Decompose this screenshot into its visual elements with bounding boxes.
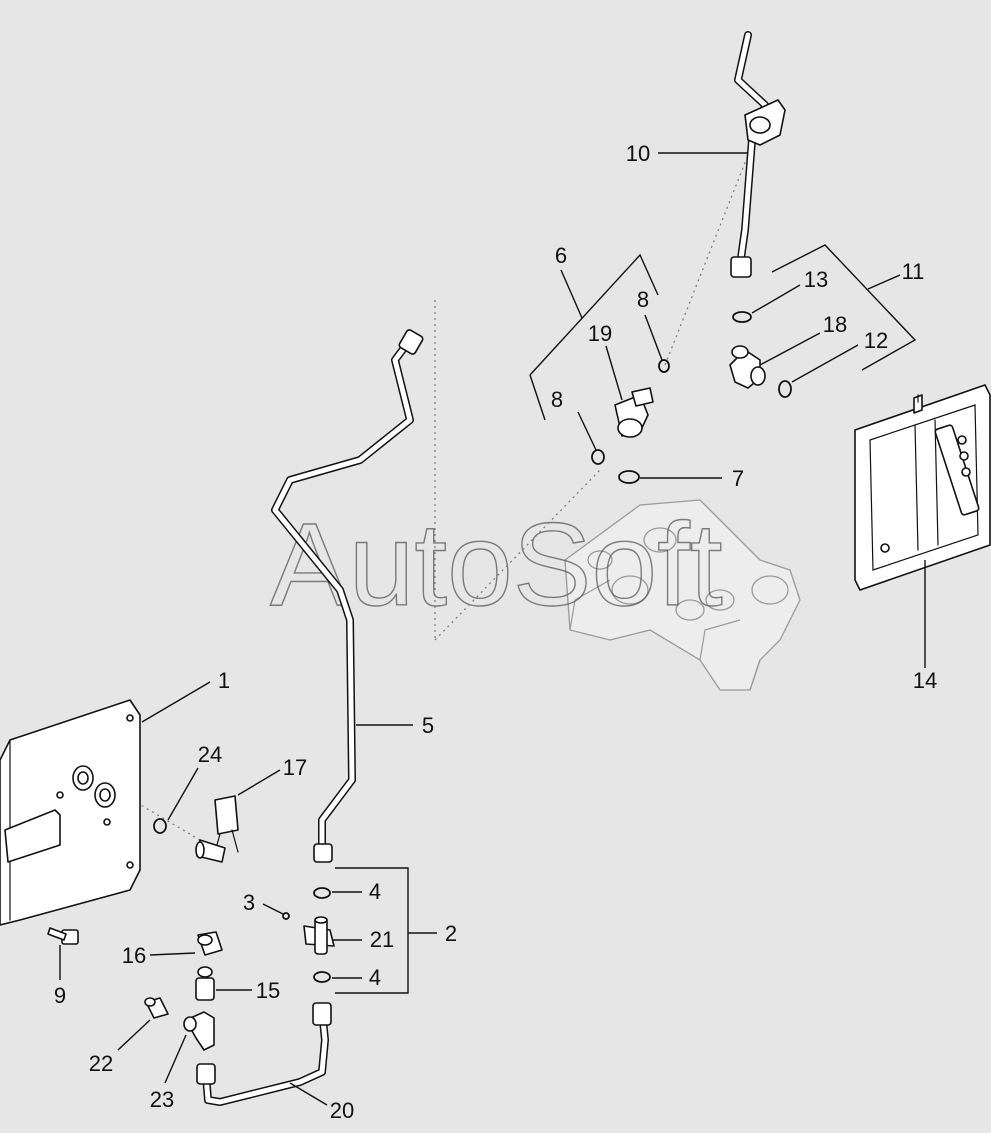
callout-5: 5	[422, 713, 434, 738]
callout-2: 2	[445, 921, 457, 946]
callout-4-upper: 4	[369, 879, 381, 904]
callout-4-lower: 4	[369, 965, 381, 990]
callout-17: 17	[283, 755, 307, 780]
leader-lines	[59, 152, 926, 1106]
separator-plate-14	[854, 384, 991, 591]
callout-18: 18	[823, 312, 847, 337]
watermark: AutoSoft	[270, 499, 723, 631]
o-ring-12	[778, 380, 792, 398]
tube-20	[196, 1002, 332, 1106]
callout-13: 13	[804, 267, 828, 292]
callout-19: 19	[588, 321, 612, 346]
callout-9: 9	[54, 983, 66, 1008]
cover-plate	[0, 699, 141, 926]
tee-fitting-21	[303, 916, 335, 955]
callout-15: 15	[256, 978, 280, 1003]
callout-16: 16	[122, 943, 146, 968]
o-ring-4-upper	[313, 887, 331, 899]
callout-8-upper: 8	[637, 287, 649, 312]
callout-22: 22	[89, 1051, 113, 1076]
elbow-adapter-18	[729, 345, 766, 389]
o-ring-8-lower	[591, 449, 605, 465]
callout-numbers: 1 2 3 4 4 5 6 7 8 8 9 10 11 12 13 14 15 …	[54, 141, 937, 1123]
callout-24: 24	[198, 742, 222, 767]
callout-20: 20	[330, 1098, 354, 1123]
o-ring-13	[732, 311, 752, 323]
callout-23: 23	[150, 1087, 174, 1112]
o-ring-8-upper	[658, 359, 670, 373]
callout-12: 12	[864, 328, 888, 353]
sensor-17	[195, 795, 239, 863]
callout-8-lower: 8	[551, 387, 563, 412]
callout-10: 10	[626, 141, 650, 166]
bolt-9	[47, 927, 79, 945]
tube-10	[730, 31, 786, 278]
ball-3	[282, 912, 290, 920]
o-ring-24	[153, 818, 167, 834]
tube-5	[271, 329, 424, 863]
o-ring-4-lower	[313, 971, 331, 983]
callout-14: 14	[913, 668, 937, 693]
callout-7: 7	[732, 466, 744, 491]
elbow-23	[183, 1011, 215, 1051]
callout-21: 21	[370, 927, 394, 952]
callout-11: 11	[902, 259, 925, 284]
adapter-22	[144, 997, 169, 1019]
valve-body-ghost	[564, 499, 801, 691]
o-ring-7	[618, 470, 640, 484]
callout-1: 1	[218, 668, 230, 693]
cap-16	[197, 931, 223, 956]
centerline-tube-10	[664, 149, 751, 366]
plug-15	[195, 966, 215, 1001]
callout-3: 3	[243, 890, 255, 915]
callout-6: 6	[555, 243, 567, 268]
elbow-fitting-19	[614, 387, 654, 438]
